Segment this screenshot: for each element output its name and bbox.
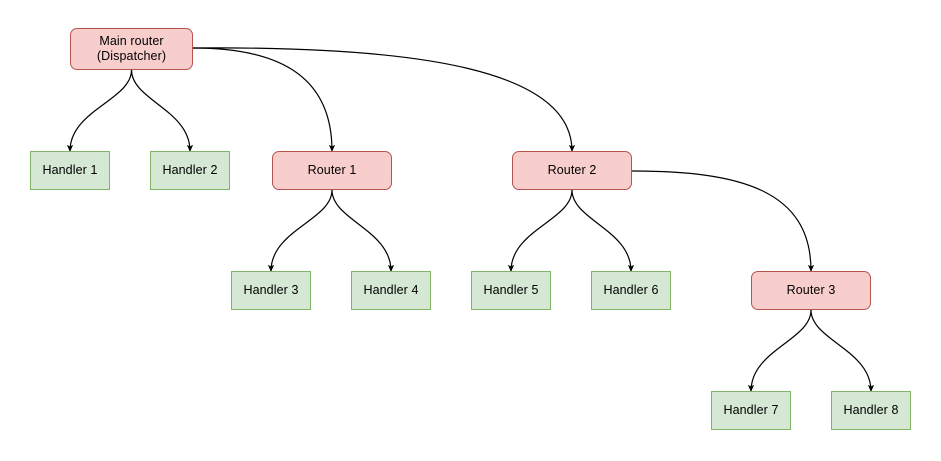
- node-label-handler-1: Handler 1: [42, 163, 98, 177]
- node-handler-6[interactable]: Handler 6: [591, 271, 671, 310]
- node-router-3[interactable]: Router 3: [751, 271, 871, 310]
- node-handler-8[interactable]: Handler 8: [831, 391, 911, 430]
- node-handler-4[interactable]: Handler 4: [351, 271, 431, 310]
- node-label-router-1: Router 1: [307, 163, 357, 177]
- node-main-router[interactable]: Main router (Dispatcher): [70, 28, 193, 70]
- node-label-handler-8: Handler 8: [843, 403, 899, 417]
- edge-main-to-handler-1: [66, 69, 133, 152]
- node-label-handler-6: Handler 6: [603, 283, 659, 297]
- node-handler-7[interactable]: Handler 7: [711, 391, 791, 430]
- node-label-handler-4: Handler 4: [363, 283, 419, 297]
- edge-router1-to-handler-3: [267, 189, 333, 272]
- edge-main-to-handler-2: [130, 69, 194, 152]
- node-label-main-router: Main router (Dispatcher): [96, 34, 167, 63]
- edge-router2-to-handler-5: [507, 189, 573, 272]
- edge-router2-to-handler-6: [571, 189, 635, 272]
- edge-router3-to-handler-8: [810, 309, 875, 392]
- node-handler-5[interactable]: Handler 5: [471, 271, 551, 310]
- edge-router2-to-router-3: [631, 170, 815, 272]
- node-label-handler-5: Handler 5: [483, 283, 539, 297]
- edge-router3-to-handler-7: [747, 309, 812, 392]
- node-handler-3[interactable]: Handler 3: [231, 271, 311, 310]
- edge-main-to-router-2: [192, 47, 576, 152]
- edge-main-to-router-1: [192, 47, 336, 152]
- node-router-2[interactable]: Router 2: [512, 151, 632, 190]
- edge-router1-to-handler-4: [331, 189, 395, 272]
- node-handler-2[interactable]: Handler 2: [150, 151, 230, 190]
- node-label-handler-7: Handler 7: [723, 403, 779, 417]
- node-label-handler-2: Handler 2: [162, 163, 218, 177]
- node-label-router-2: Router 2: [547, 163, 597, 177]
- node-handler-1[interactable]: Handler 1: [30, 151, 110, 190]
- edges-group: [66, 47, 875, 392]
- node-router-1[interactable]: Router 1: [272, 151, 392, 190]
- node-label-handler-3: Handler 3: [243, 283, 299, 297]
- node-label-router-3: Router 3: [786, 283, 836, 297]
